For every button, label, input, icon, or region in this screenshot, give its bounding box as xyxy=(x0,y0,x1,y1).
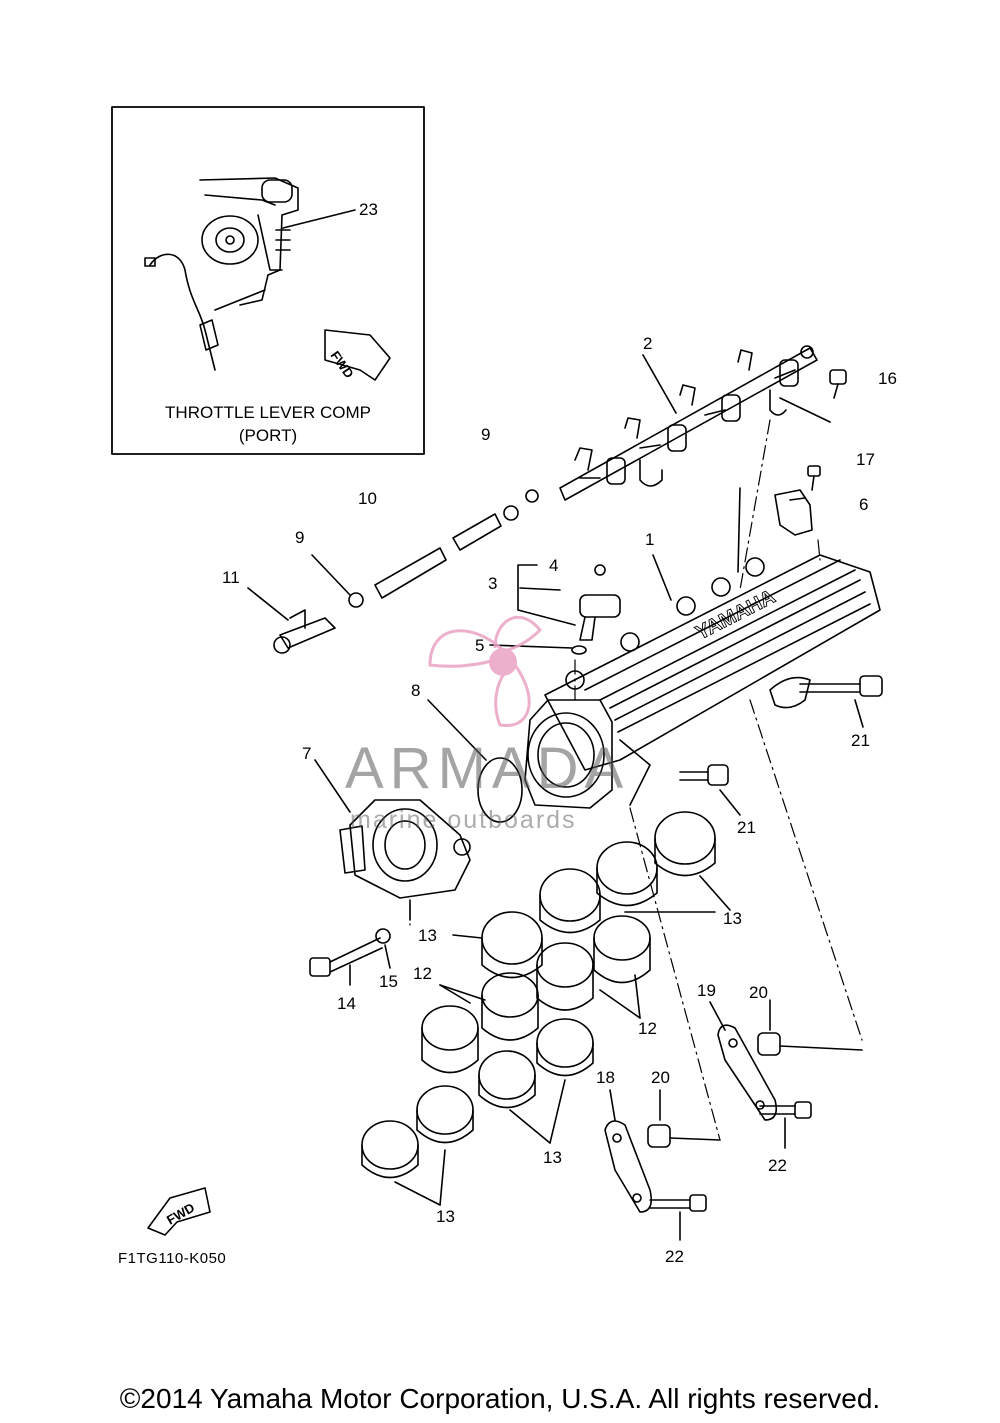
throttle-body-7 xyxy=(339,799,471,899)
inset-title-line2: (PORT) xyxy=(238,426,298,445)
diagram-code: F1TG110-K050 xyxy=(118,1250,227,1267)
rubber-boots-12 xyxy=(421,915,651,1074)
hose-clamps-13-lower xyxy=(361,1018,594,1179)
grommet-20-lower xyxy=(647,1124,671,1148)
fwd-arrow-main xyxy=(147,1187,211,1236)
intake-manifold xyxy=(524,554,881,809)
grommet-20-upper xyxy=(757,1032,781,1056)
bolt-14 xyxy=(309,937,383,977)
watermark-logo xyxy=(428,615,543,728)
callout-18: 18 xyxy=(596,1068,615,1087)
main-fwd-text: FWD xyxy=(164,1200,197,1228)
callout-1: 1 xyxy=(645,530,655,549)
callout-9b: 9 xyxy=(295,528,305,547)
callout-22b: 22 xyxy=(665,1247,684,1266)
callout-13c: 13 xyxy=(543,1148,562,1167)
fitting-11 xyxy=(273,609,336,654)
fuel-injector-3 xyxy=(571,564,621,655)
callout-22a: 22 xyxy=(768,1156,787,1175)
inset-fwd-text: FWD xyxy=(328,348,357,381)
bolt-22-lower xyxy=(649,1194,707,1212)
watermark-sub: marine outboards xyxy=(350,806,577,834)
copyright-notice: ©2014 Yamaha Motor Corporation, U.S.A. A… xyxy=(119,1383,881,1414)
callout-13a: 13 xyxy=(418,926,437,945)
washer-15 xyxy=(375,928,391,944)
callout-23: 23 xyxy=(359,200,378,219)
callout-3: 3 xyxy=(488,574,498,593)
inset-title-line1: THROTTLE LEVER COMP xyxy=(165,403,371,422)
callout-9a: 9 xyxy=(481,425,491,444)
callout-10: 10 xyxy=(358,489,377,508)
callout-6: 6 xyxy=(859,495,869,514)
callout-17: 17 xyxy=(856,450,875,469)
callout-15: 15 xyxy=(379,972,398,991)
callout-16: 16 xyxy=(878,369,897,388)
callout-21b: 21 xyxy=(737,818,756,837)
bracket-18 xyxy=(604,1120,653,1213)
inset-fwd-arrow xyxy=(324,329,391,381)
callout-4: 4 xyxy=(549,556,559,575)
bolt-17 xyxy=(807,465,821,491)
callout-19: 19 xyxy=(697,981,716,1000)
fuel-rail xyxy=(559,345,818,501)
callout-2: 2 xyxy=(643,334,653,353)
sensor-6 xyxy=(774,489,813,536)
callout-7: 7 xyxy=(302,744,312,763)
bracket-19 xyxy=(717,1024,778,1121)
callout-5: 5 xyxy=(475,636,485,655)
callout-13b: 13 xyxy=(723,909,742,928)
bolt-21-lower xyxy=(679,764,729,786)
callout-8: 8 xyxy=(411,681,421,700)
o-ring-8 xyxy=(477,757,523,823)
inset-frame xyxy=(111,106,425,455)
watermark-name: ARMADA xyxy=(345,736,630,801)
callout-14: 14 xyxy=(337,994,356,1013)
bolt-21-upper xyxy=(799,675,883,697)
fuel-hose-10 xyxy=(374,513,502,599)
callout-11: 11 xyxy=(222,568,240,587)
bolt-22-upper xyxy=(759,1101,812,1119)
bolt-16 xyxy=(829,369,847,399)
callout-20a: 20 xyxy=(749,983,768,1002)
callout-12a: 12 xyxy=(413,964,432,983)
callout-21a: 21 xyxy=(851,731,870,750)
callout-12b: 12 xyxy=(638,1019,657,1038)
hose-clamps-13-upper xyxy=(481,811,716,979)
throttle-lever-comp xyxy=(144,177,299,371)
callout-13d: 13 xyxy=(436,1207,455,1226)
hose-clip-9 xyxy=(348,489,539,608)
callout-20b: 20 xyxy=(651,1068,670,1087)
